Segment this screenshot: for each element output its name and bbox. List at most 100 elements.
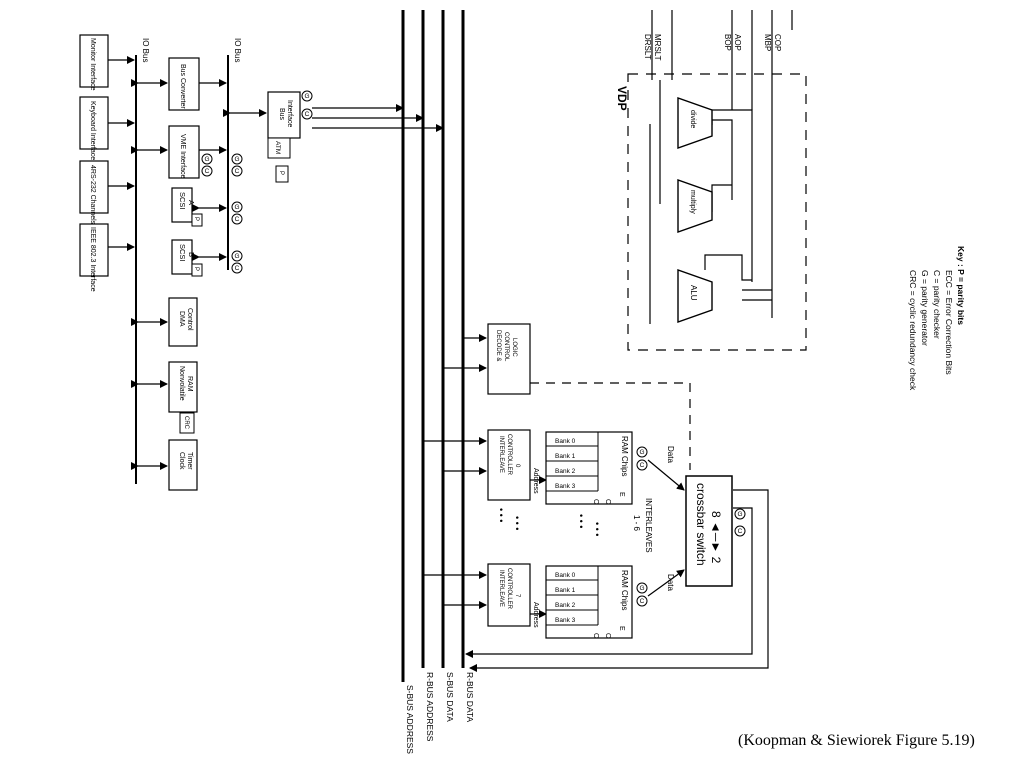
nvram-label-1: Nonvolatile xyxy=(178,366,185,401)
interface-boxes: Monitor Interface Keyboard Interface 4RS… xyxy=(79,34,109,292)
s-bus-data-label: S-BUS DATA xyxy=(445,672,455,722)
cop-label: COP xyxy=(773,34,782,51)
ieee-interface-label: IEEE 802.3 Interface xyxy=(89,227,96,292)
key-line-2: ECC = Error Correction Bits xyxy=(944,270,954,375)
address-label-7: Address xyxy=(532,602,539,628)
key-line-3: C = parity checker xyxy=(932,270,942,339)
ram-dots: • • • xyxy=(576,514,586,528)
g-label: G xyxy=(234,156,239,163)
c-label: C xyxy=(738,528,743,535)
alu-label: ALU xyxy=(689,285,698,301)
rs232-interface-label: 4RS-232 Channels xyxy=(89,165,96,225)
scsi-a-parity-box xyxy=(191,213,203,227)
vme-interface-box xyxy=(168,125,200,179)
interleave-controller-0-label-2: CONTROLLER xyxy=(506,434,512,476)
data-label-7: Data xyxy=(666,574,675,591)
device-boxes: Bus Converter VME Interface SCSI A P SCS… xyxy=(168,57,203,491)
io-bus-left-label: IO Bus xyxy=(141,38,150,62)
ram-block-7: RAM Chips Bank 0 Bank 1 Bank 2 Bank 3 C … xyxy=(545,565,633,639)
decode-label-3: LOGIC xyxy=(511,338,517,357)
data-label-0: Data xyxy=(666,446,675,463)
decode-label-2: CONTROL xyxy=(503,332,509,362)
io-bus-right-label: IO Bus xyxy=(233,38,242,62)
interleaves-label: INTERLEAVES xyxy=(644,498,653,553)
g-circle xyxy=(734,508,746,520)
bank-1-label: Bank 1 xyxy=(555,453,576,460)
scsi-a-parity-label: P xyxy=(193,217,199,221)
scsi-a-label: SCSI xyxy=(178,192,187,210)
interleave-controller-0-box xyxy=(487,429,531,501)
c-label: C xyxy=(235,265,240,272)
e-label: E xyxy=(618,626,625,631)
vdp-label: VDP xyxy=(615,86,629,111)
c-label: C xyxy=(592,633,599,638)
crossbar-switch-box xyxy=(685,475,733,587)
interleave-controller-7-num: 7 xyxy=(514,594,520,598)
g-label: G xyxy=(234,204,239,211)
vdp-signal-lines xyxy=(649,10,793,324)
dma-label-1: DMA xyxy=(178,311,185,327)
c-label: C xyxy=(235,168,240,175)
monitor-interface-box xyxy=(79,34,109,88)
bank-3-label: Bank 3 xyxy=(555,483,576,490)
atm-parity-box xyxy=(275,165,289,183)
scsi-a-box xyxy=(171,187,193,223)
mrslt-label: MRSLT xyxy=(653,34,662,61)
bank-0-label: Bank 0 xyxy=(555,438,576,445)
monitor-interface-label: Monitor Interface xyxy=(89,38,96,91)
clock-timer-box xyxy=(168,439,198,491)
vdp-boundary xyxy=(627,73,807,351)
clock-label-2: Timer xyxy=(186,452,193,470)
g-label: G xyxy=(737,511,742,518)
controller-section xyxy=(423,334,691,618)
key-line-1: Key : P = parity bits xyxy=(956,246,966,325)
controller-dots: • • • xyxy=(496,508,506,522)
scsi-b-label: SCSI xyxy=(178,244,187,262)
legend-key: Key : P = parity bits ECC = Error Correc… xyxy=(908,246,966,391)
crossbar-label-1: 8 ◄─► 2 xyxy=(709,511,723,564)
bus-converter-box xyxy=(168,57,200,111)
decode-control-box xyxy=(487,323,531,395)
scsi-b-box xyxy=(171,239,193,275)
interleave-controller-7-box xyxy=(487,563,531,627)
address-label-0: Address xyxy=(532,468,539,494)
interleave-controller-7-label: INTERLEAVE xyxy=(498,570,504,607)
c-label: C xyxy=(640,598,645,605)
aop-label: AOP xyxy=(733,34,742,51)
g-label: G xyxy=(639,585,644,592)
bus-interface-group: Bus Interface ATM P G C xyxy=(267,90,313,183)
bank-1-label: Bank 1 xyxy=(555,587,576,594)
bank-3-label: Bank 3 xyxy=(555,617,576,624)
r-bus-address-label: R-BUS ADDRESS xyxy=(425,672,435,742)
mbp-label: MBP xyxy=(763,34,772,51)
ieee-interface-box xyxy=(79,223,109,277)
bus-interface-box xyxy=(267,91,301,139)
g-label: G xyxy=(204,156,209,163)
dma-label-2: Control xyxy=(186,308,193,331)
scsi-b-parity-box xyxy=(191,263,203,277)
multiply-unit xyxy=(677,179,713,233)
interleave-controller-0-label: INTERLEAVE xyxy=(498,436,504,473)
g-label: G xyxy=(639,449,644,456)
crc-box xyxy=(179,412,195,434)
s-bus-address-label: S-BUS ADDRESS xyxy=(405,685,415,754)
figure-caption: (Koopman & Siewiorek Figure 5.19) xyxy=(738,732,975,749)
left-io-section xyxy=(101,55,444,484)
bank-0-label: Bank 0 xyxy=(555,572,576,579)
c-circle xyxy=(734,525,746,537)
vme-interface-label: VME Interface xyxy=(179,134,186,178)
bank-2-label: Bank 2 xyxy=(555,468,576,475)
drslt-label: DRSLT xyxy=(643,34,652,60)
divide-unit xyxy=(677,97,713,149)
g-circle xyxy=(301,90,313,102)
interleave-controller-7-label-2: CONTROLLER xyxy=(506,568,512,610)
controller-dots: • • • xyxy=(512,516,522,530)
interleaves-range: 1 - 6 xyxy=(632,515,641,532)
decode-label-1: DECODE & xyxy=(495,330,501,361)
crc-label: CRC xyxy=(183,416,189,430)
g-label: G xyxy=(304,93,309,100)
ram-block-0: RAM Chips Bank 0 Bank 1 Bank 2 Bank 3 C … xyxy=(545,431,633,505)
rs232-interface-box xyxy=(79,160,109,214)
atm-parity-label: P xyxy=(278,171,284,175)
